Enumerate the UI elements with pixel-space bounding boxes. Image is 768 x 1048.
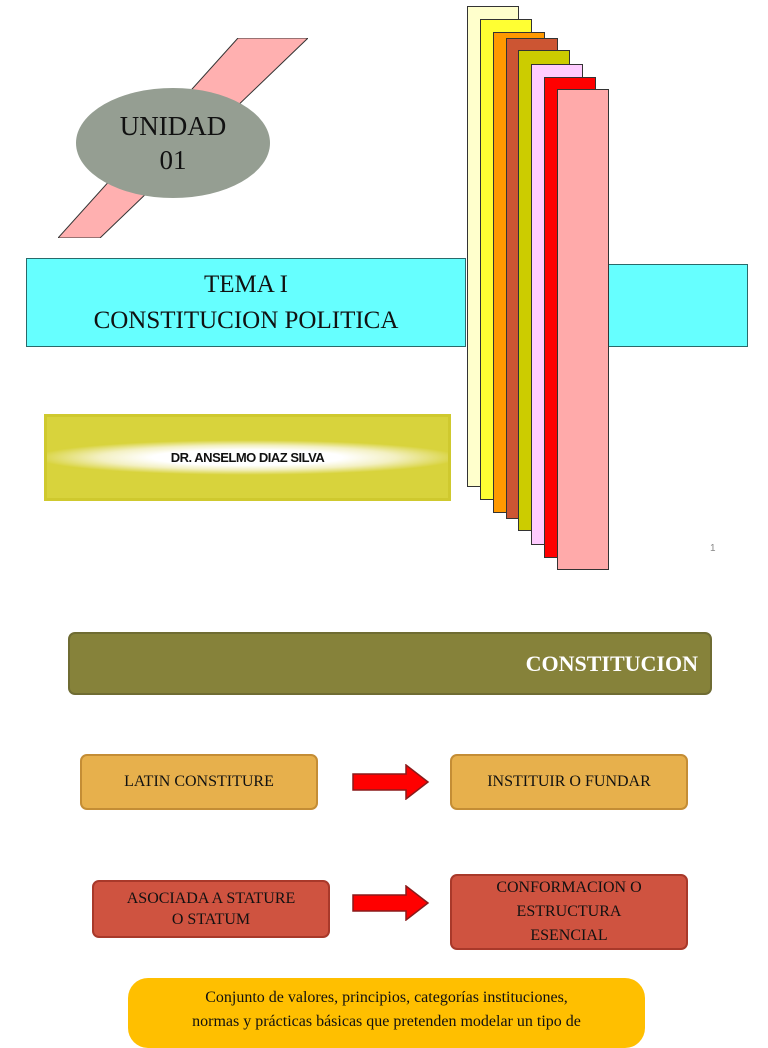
- unit-oval: UNIDAD 01: [76, 88, 270, 198]
- structure-box: CONFORMACION O ESTRUCTURA ESENCIAL: [450, 874, 688, 950]
- right-arrow-icon: [352, 764, 430, 800]
- theme-title: CONSTITUCION POLITICA: [93, 306, 399, 334]
- page-number: 1: [710, 543, 716, 554]
- unit-number: 01: [159, 145, 187, 175]
- definition-line-1: Conjunto de valores, principios, categor…: [205, 989, 568, 1006]
- author-plate: DR. ANSELMO DIAZ SILVA: [44, 414, 451, 501]
- meaning-label: INSTITUIR O FUNDAR: [487, 773, 651, 790]
- stripe-8: [557, 89, 609, 570]
- latin-origin-box: LATIN CONSTITURE: [80, 754, 318, 810]
- theme-banner: TEMA I CONSTITUCION POLITICA: [26, 258, 466, 347]
- theme-number: TEMA I: [203, 270, 289, 298]
- author-name: DR. ANSELMO DIAZ SILVA: [170, 450, 325, 465]
- stature-box: ASOCIADA A STATURE O STATUM: [92, 880, 330, 938]
- definition-box: Conjunto de valores, principios, categor…: [128, 978, 645, 1048]
- structure-label-line3: ESENCIAL: [530, 927, 608, 944]
- structure-label-line2: ESTRUCTURA: [516, 903, 622, 920]
- structure-label-line1: CONFORMACION O: [496, 879, 642, 896]
- constitution-title: CONSTITUCION: [525, 650, 698, 676]
- unit-label: UNIDAD: [119, 111, 227, 141]
- definition-line-2: normas y prácticas básicas que pretenden…: [192, 1013, 581, 1030]
- latin-origin-label: LATIN CONSTITURE: [124, 773, 274, 790]
- meaning-box: INSTITUIR O FUNDAR: [450, 754, 688, 810]
- theme-banner-right-segment: [606, 264, 748, 347]
- stature-label-line2: O STATUM: [171, 911, 251, 928]
- constitution-title-bar: CONSTITUCION: [68, 632, 712, 695]
- stature-label-line1: ASOCIADA A STATURE: [126, 890, 296, 907]
- right-arrow-icon: [352, 885, 430, 921]
